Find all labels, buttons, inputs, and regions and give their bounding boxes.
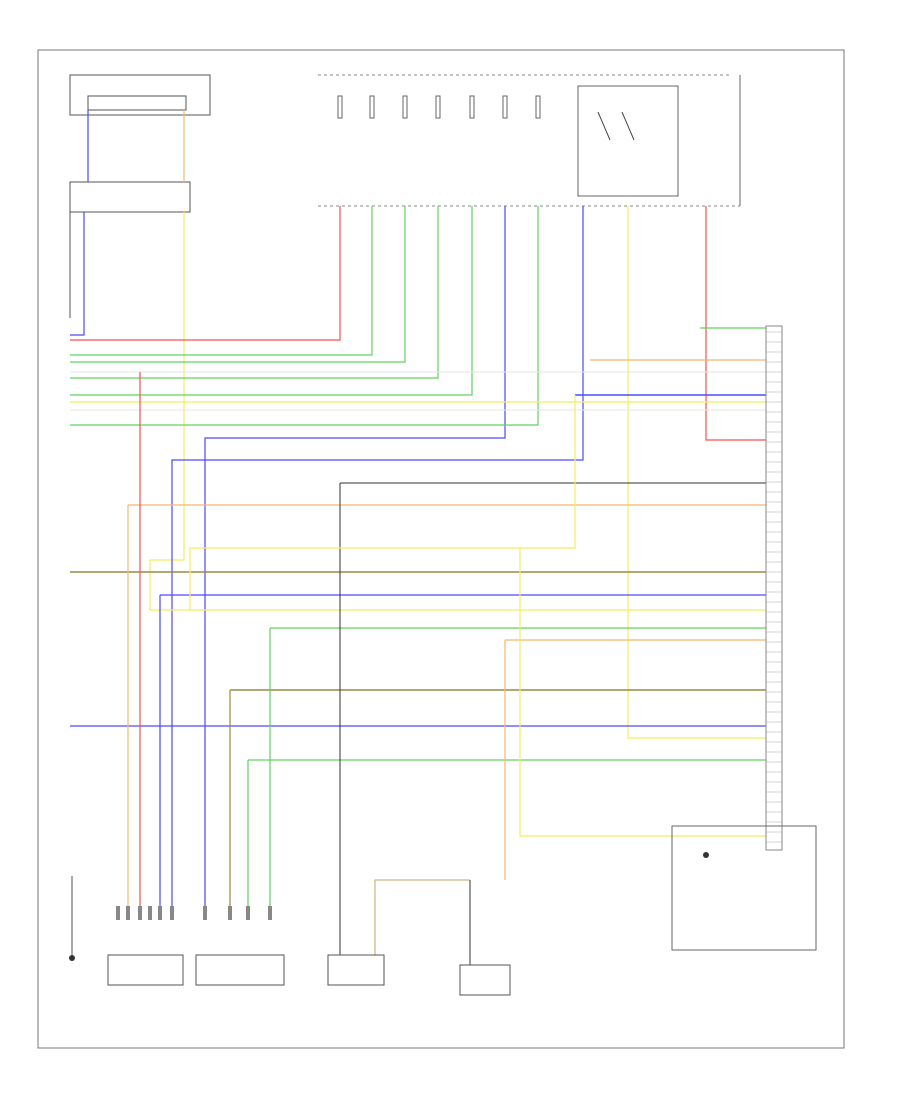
- fuse-symbol-5: [469, 95, 475, 119]
- wire-red-main: [70, 206, 341, 341]
- page-border: [37, 49, 845, 1049]
- splice-dot: [703, 852, 709, 858]
- transmission-sensor-box: [459, 964, 511, 996]
- fuse-symbol-3: [402, 95, 408, 119]
- fuel-sender-top-box: [69, 74, 211, 116]
- relay-box: [577, 85, 679, 197]
- wire-green-1: [70, 206, 373, 356]
- fuel-injector-box: [195, 954, 285, 986]
- ecm-connector-body: [765, 325, 783, 851]
- wire-green-4: [70, 206, 473, 396]
- ground-symbol: [69, 955, 75, 961]
- fuse-symbol-2: [369, 95, 375, 119]
- wire-green-2: [70, 206, 406, 363]
- wire-yellow-loop: [189, 395, 576, 610]
- ecm-connector-pins: [766, 331, 782, 843]
- fuse-symbol-7: [535, 95, 541, 119]
- wire-fuel-pump-yellow: [149, 212, 185, 610]
- connector-pin: [228, 906, 232, 920]
- connector-pin: [116, 906, 120, 920]
- clutch-sensor-box: [327, 954, 385, 986]
- wire-yellow-bottom: [519, 548, 766, 837]
- fuel-level-sensor-box: [107, 954, 184, 986]
- connector-pin: [158, 906, 162, 920]
- fuse-symbol-4: [435, 95, 441, 119]
- cruise-control-box: [671, 825, 817, 951]
- connector-pin: [126, 906, 130, 920]
- wire-group: [70, 110, 766, 965]
- wire-blue-injector: [204, 206, 506, 920]
- bottom-connector-pins: [116, 906, 272, 920]
- fuel-sender-inner-box: [87, 95, 187, 111]
- relay-contact-2: [621, 111, 635, 141]
- connector-pin: [138, 906, 142, 920]
- connector-pin: [203, 906, 207, 920]
- relay-contact-1: [597, 111, 611, 141]
- fuse-group: [337, 95, 541, 119]
- wire-fuel-pump-blue: [70, 212, 85, 336]
- connector-pin: [246, 906, 250, 920]
- wire-tan-sensor: [374, 879, 470, 955]
- fuse-symbol-6: [502, 95, 508, 119]
- connector-pin: [268, 906, 272, 920]
- fuel-pump-module-box: [69, 181, 191, 213]
- wire-green-5: [70, 206, 539, 426]
- wire-blue-sensor: [171, 206, 584, 920]
- wire-green-3: [70, 206, 439, 379]
- fuse-symbol-1: [337, 95, 343, 119]
- wire-red-ecm: [705, 206, 766, 441]
- wire-yellow-relay: [627, 206, 766, 739]
- connector-pin: [148, 906, 152, 920]
- connector-pin: [170, 906, 174, 920]
